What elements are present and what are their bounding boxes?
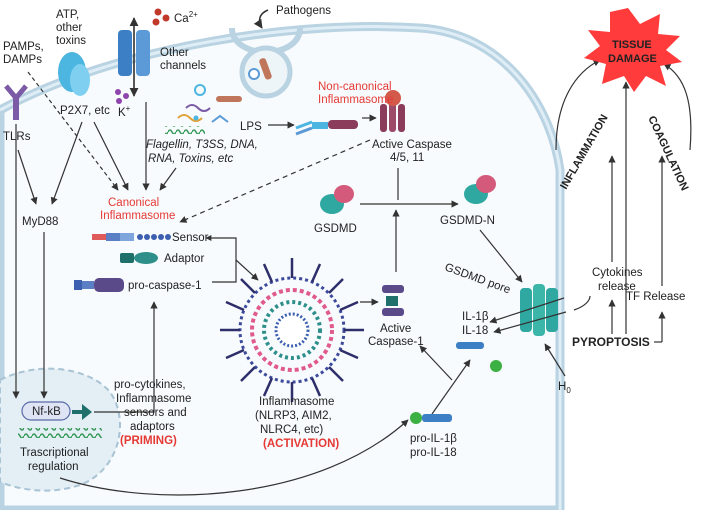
il1b-label: IL-1β: [462, 311, 489, 323]
inflammasome-label-2: (NLRP3, AIM2,: [255, 410, 332, 422]
nfkb-label: Nf-kB: [32, 406, 61, 418]
atp-label-2: other: [56, 22, 82, 34]
other-channels-label-2: channels: [160, 60, 206, 72]
pyroptosis-label: PYROPTOSIS: [572, 335, 650, 349]
inflammasome-label-3: NLRC4, etc): [260, 424, 323, 436]
priming-label: (PRIMING): [120, 435, 177, 447]
lps-molecule-icon: [295, 120, 358, 136]
other-channels-label: Other: [160, 47, 189, 59]
active-caspase1-label: Active: [380, 323, 411, 335]
noncanonical-label: Non-canonical: [318, 81, 392, 93]
tlr-to-myd88-arrow: [17, 149, 38, 205]
ca2-label: Ca2+: [174, 10, 198, 25]
transcription-to-proil-arc: [59, 419, 409, 496]
gsdmd-n-to-pore-arrow: [479, 229, 523, 283]
inflammasome-label: Inflammasome: [259, 396, 334, 408]
pamps-damps-label-2: DAMPs: [3, 54, 42, 66]
cell-membrane-inner: [0, 25, 562, 510]
transcription-arrow-icon: [72, 404, 92, 420]
tissue-damage-burst: [584, 8, 682, 92]
ligands-label: Flagellin, T3SS, DNA,: [146, 139, 258, 151]
potassium-ions-icon: [115, 89, 129, 104]
myd88-label: MyD88: [22, 216, 58, 228]
sensor-molecule-icon: [92, 233, 171, 241]
il18-label: IL-18: [462, 325, 488, 337]
tlrs-label: TLRs: [3, 131, 31, 143]
dna-helix-icon: [18, 428, 102, 438]
pore-to-cytokines-line: [573, 295, 591, 311]
pro-caspase1-molecule-icon: [74, 278, 124, 292]
active-caspase1-icon: [382, 285, 404, 316]
proil-to-il-arrow: [431, 359, 471, 415]
adaptor-molecule-icon: [120, 252, 158, 264]
noncanonical-label-2: Inflammasome: [318, 94, 393, 106]
priming-text: pro-cytokines,: [114, 379, 186, 391]
pro-il-molecule-icon: [410, 412, 452, 424]
lps-label: LPS: [240, 121, 262, 133]
canonical-label: Canonical: [108, 197, 159, 209]
p2x7-channel-icon: [58, 52, 90, 96]
p2x7-label: P2X7, etc: [60, 105, 110, 117]
active-caspase-4511-label-2: 4/5, 11: [390, 152, 424, 164]
atp-label: ATP,: [56, 9, 79, 21]
caspase-4-5-11-icon: [380, 90, 405, 132]
mature-il-bar-icon: [456, 342, 484, 349]
k-plus-label: K+: [118, 104, 131, 119]
gsdmd-label: GSDMD: [314, 223, 357, 235]
pathogen-vesicle-icon: [229, 27, 303, 99]
transcriptional-label-2: regulation: [28, 461, 79, 473]
sensor-label: Sensor: [172, 232, 209, 244]
pamps-damps-label: PAMPs,: [3, 41, 44, 53]
tissue-damage-label: TISSUE: [612, 39, 652, 51]
pamps-to-canonical-arrow: [27, 71, 119, 191]
p2x7-to-canonical-arrow: [93, 121, 129, 191]
pathogen-arrow: [253, 9, 269, 29]
noncanonical-to-canonical-arrow: [179, 139, 371, 223]
pro-domain-fragment-icon: [490, 360, 502, 372]
coagulation-label: COAGULATION: [645, 114, 690, 193]
active-caspase-4511-label: Active Caspase: [372, 139, 452, 151]
other-channels-icon: [118, 30, 150, 76]
active-caspase1-label-2: Caspase-1: [368, 336, 424, 348]
pro-il18-label: pro-IL-18: [410, 447, 457, 459]
pro-il1b-label: pro-IL-1β: [410, 433, 457, 445]
pore-influx-arrow: [493, 311, 567, 334]
canonical-label-2: Inflammasome: [100, 210, 175, 222]
gsdmd-n-icon: [464, 175, 496, 204]
tissue-damage-label-2: DAMAGE: [608, 53, 657, 65]
priming-text-2: Inflammasome: [116, 393, 191, 405]
cytokines-release-label: Cytokines: [592, 267, 643, 279]
priming-text-4: adaptors: [130, 421, 175, 433]
transcription-to-procasp-arrow: [94, 301, 158, 413]
gsdmd-icon: [320, 185, 354, 214]
activation-label: (ACTIVATION): [263, 438, 339, 450]
gsdmd-pore-icon: [520, 284, 558, 336]
calcium-ions-icon: [152, 8, 170, 26]
h2o-label: H0: [558, 381, 571, 395]
pathogens-label: Pathogens: [276, 5, 331, 17]
coagulation-arc-arrow: [663, 63, 692, 151]
priming-text-3: sensors and: [124, 407, 187, 419]
ligands-to-canonical-arrow: [159, 167, 177, 191]
gsdmd-n-label: GSDMD-N: [440, 215, 495, 227]
tlr-receptor-icon: [4, 84, 28, 120]
pro-caspase1-label: pro-caspase-1: [128, 280, 202, 292]
water-influx-arrow: [544, 343, 566, 377]
nfkb-box: [21, 401, 71, 421]
casp1-to-proil-arrow: [419, 345, 453, 381]
inflammation-arc-arrow: [555, 59, 601, 151]
adaptor-label: Adaptor: [164, 253, 204, 265]
transcriptional-label: Trascriptional: [20, 447, 89, 459]
ligands-label-2: RNA, Toxins, etc: [148, 153, 233, 165]
to-inflammasome-arrow: [235, 259, 259, 281]
inflammation-label: INFLAMMATION: [558, 113, 610, 192]
cytokine-release-arrow: [489, 297, 565, 324]
atp-label-3: toxins: [56, 35, 86, 47]
tf-release-label: TF Release: [626, 291, 685, 303]
inflammasome-complex-icon: [220, 258, 364, 402]
ligands-cluster-icon: [165, 84, 242, 134]
